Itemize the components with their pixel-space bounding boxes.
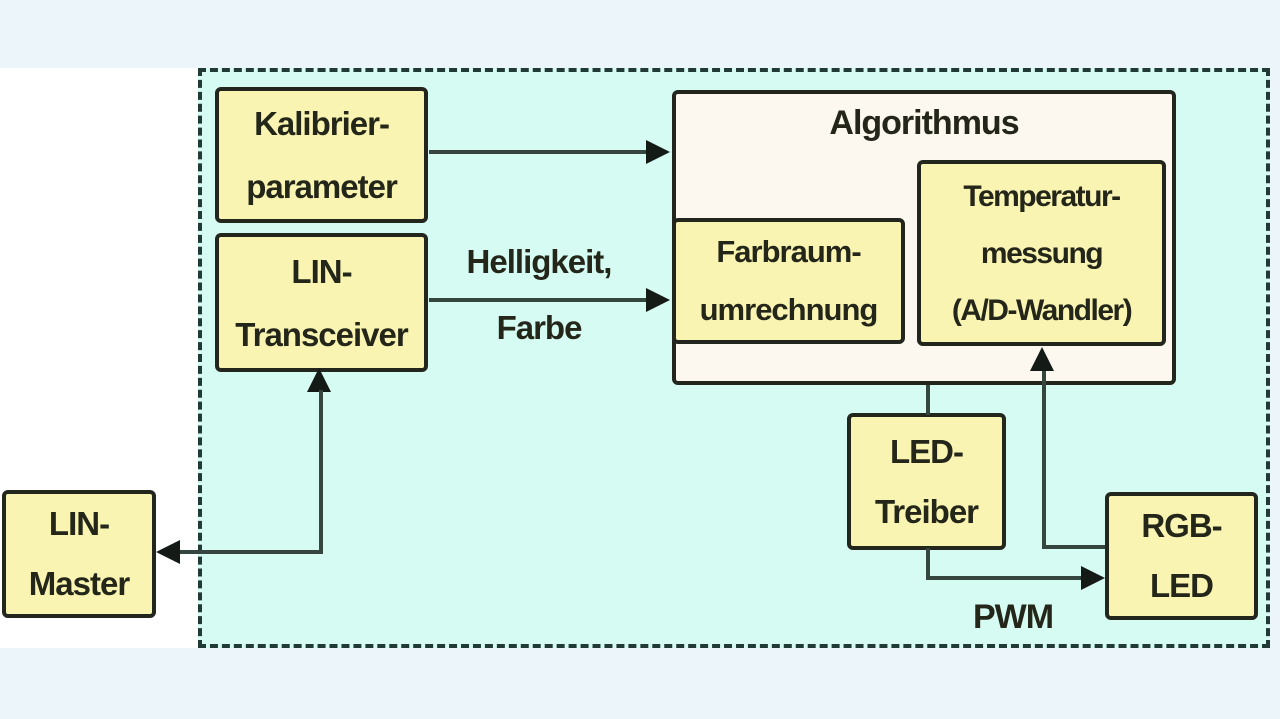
block-rgb-led-line1: RGB- — [1141, 507, 1222, 544]
block-rgb-led-line2: LED — [1150, 567, 1214, 604]
block-farbraumumrechnung-line1: Farbraum- — [716, 234, 861, 269]
block-kalibrierparameter: Kalibrier- parameter — [215, 87, 428, 223]
arrowhead-into-lin-transceiver — [307, 368, 331, 392]
arrowhead-into-algorithmus — [646, 140, 670, 164]
block-led-treiber-line2: Treiber — [874, 492, 979, 530]
edge-label-farbe: Farbe — [496, 309, 583, 346]
block-lin-transceiver: LIN- Transceiver — [215, 233, 428, 372]
block-temperaturmessung-line3: (A/D-Wandler) — [951, 293, 1133, 327]
block-lin-master: LIN- Master — [2, 490, 156, 618]
arrowhead-into-rgb-led — [1081, 566, 1105, 590]
block-rgb-led: RGB- LED — [1105, 492, 1258, 620]
block-led-treiber-line1: LED- — [890, 432, 964, 470]
connector-transceiver-master-vertical — [319, 390, 323, 554]
arrowhead-into-farbraumumrechnung — [646, 288, 670, 312]
connector-kalibrier-to-algorithmus — [429, 150, 651, 154]
block-farbraumumrechnung: Farbraum- umrechnung — [672, 218, 905, 344]
block-kalibrierparameter-line1: Kalibrier- — [254, 105, 390, 142]
connector-led-treiber-to-rgb-led — [926, 576, 1083, 580]
connector-rgb-led-feedback-vertical — [1042, 371, 1046, 549]
block-kalibrierparameter-line2: parameter — [246, 168, 398, 205]
block-temperaturmessung: Temperatur- messung (A/D-Wandler) — [917, 160, 1166, 346]
edge-label-helligkeit: Helligkeit, — [466, 243, 613, 280]
connector-led-treiber-down — [926, 548, 930, 580]
connector-rgb-led-feedback-horizontal — [1044, 545, 1105, 549]
block-lin-transceiver-line2: Transceiver — [235, 315, 408, 353]
arrowhead-into-temperaturmessung — [1030, 347, 1054, 371]
block-temperaturmessung-line2: messung — [980, 236, 1104, 270]
block-lin-master-line1: LIN- — [48, 505, 110, 542]
block-farbraumumrechnung-line2: umrechnung — [699, 292, 879, 327]
connector-transceiver-master-horizontal — [180, 550, 321, 554]
connector-transceiver-to-algorithmus — [429, 298, 651, 302]
arrowhead-into-lin-master — [156, 540, 180, 564]
block-temperaturmessung-line1: Temperatur- — [963, 179, 1121, 213]
block-lin-master-line2: Master — [28, 565, 130, 602]
block-algorithmus-title: Algorithmus — [829, 104, 1019, 142]
edge-label-pwm: PWM — [972, 598, 1054, 636]
block-led-treiber: LED- Treiber — [847, 413, 1006, 550]
block-lin-transceiver-line1: LIN- — [291, 252, 352, 290]
connector-algorithmus-to-led-treiber — [926, 385, 930, 415]
